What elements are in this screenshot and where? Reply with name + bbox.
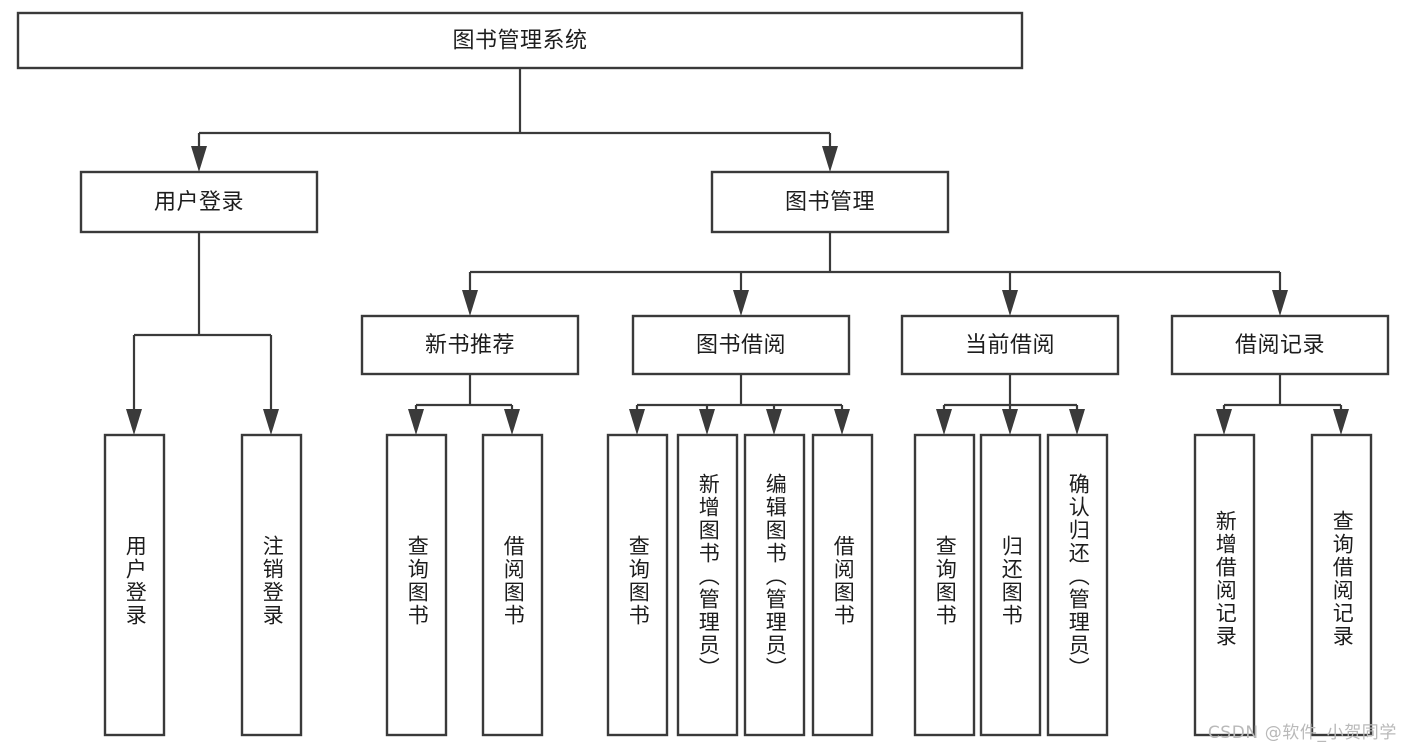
node-user-login-rect[interactable] bbox=[79, 170, 319, 234]
node-current-borrow[interactable] bbox=[900, 314, 1120, 376]
node-user-login-label: 用户登录 bbox=[154, 190, 244, 215]
leaf-leaf-user-logout[interactable] bbox=[240, 433, 303, 737]
connector-layer bbox=[126, 68, 1349, 435]
watermark-text: CSDN @软件_小贺同学 bbox=[1207, 723, 1397, 743]
leaf-leaf-borrow-book[interactable] bbox=[811, 433, 874, 737]
user-login-arrow-1-head bbox=[263, 409, 279, 435]
leaf-leaf-add-borrow-record[interactable] bbox=[1193, 433, 1256, 737]
leaf-leaf-confirm-return-rect[interactable] bbox=[1046, 433, 1109, 737]
user-login-arrow-0-head bbox=[126, 409, 142, 435]
node-book-manage-label: 图书管理 bbox=[785, 190, 875, 215]
leaf-leaf-query-book-recommend[interactable] bbox=[385, 433, 448, 737]
book-manage-arrow-2-head bbox=[1002, 290, 1018, 316]
node-root-rect[interactable] bbox=[16, 11, 1024, 70]
leaf-leaf-add-book[interactable] bbox=[676, 433, 739, 737]
root-arrow-0-head bbox=[191, 146, 207, 172]
book-manage-arrow-0-head bbox=[462, 290, 478, 316]
leaf-leaf-borrow-book-recommend-rect[interactable] bbox=[481, 433, 544, 737]
node-book-borrow[interactable] bbox=[631, 314, 851, 376]
node-current-borrow-label: 当前借阅 bbox=[965, 333, 1055, 358]
new-book-recommend-arrow-1-head bbox=[504, 409, 520, 435]
book-manage-arrow-1-head bbox=[733, 290, 749, 316]
leaf-leaf-user-login-rect[interactable] bbox=[103, 433, 166, 737]
leaf-leaf-borrow-book-rect[interactable] bbox=[811, 433, 874, 737]
node-book-manage-rect[interactable] bbox=[710, 170, 950, 234]
leaf-leaf-query-book-borrow[interactable] bbox=[606, 433, 669, 737]
node-book-borrow-label: 图书借阅 bbox=[696, 333, 786, 358]
leaf-leaf-query-book-current-rect[interactable] bbox=[913, 433, 976, 737]
root-arrow-1-head bbox=[822, 146, 838, 172]
leaf-leaf-return-book-rect[interactable] bbox=[979, 433, 1042, 737]
leaf-leaf-user-login[interactable] bbox=[103, 433, 166, 737]
node-root[interactable] bbox=[16, 11, 1024, 70]
node-new-book-recommend-rect[interactable] bbox=[360, 314, 580, 376]
node-current-borrow-rect[interactable] bbox=[900, 314, 1120, 376]
book-borrow-arrow-0-head bbox=[629, 409, 645, 435]
leaf-leaf-add-borrow-record-rect[interactable] bbox=[1193, 433, 1256, 737]
borrow-record-arrow-1-head bbox=[1333, 409, 1349, 435]
book-borrow-arrow-2-head bbox=[766, 409, 782, 435]
leaf-leaf-add-book-rect[interactable] bbox=[676, 433, 739, 737]
book-manage-arrow-3-head bbox=[1272, 290, 1288, 316]
node-borrow-record-label: 借阅记录 bbox=[1235, 333, 1325, 358]
node-borrow-record-rect[interactable] bbox=[1170, 314, 1390, 376]
leaf-leaf-query-book-borrow-rect[interactable] bbox=[606, 433, 669, 737]
book-borrow-arrow-1-head bbox=[699, 409, 715, 435]
node-new-book-recommend-label: 新书推荐 bbox=[425, 333, 515, 358]
leaf-leaf-confirm-return[interactable] bbox=[1046, 433, 1109, 737]
leaf-leaf-return-book[interactable] bbox=[979, 433, 1042, 737]
leaf-leaf-borrow-book-recommend[interactable] bbox=[481, 433, 544, 737]
leaf-leaf-query-borrow-record[interactable] bbox=[1310, 433, 1373, 737]
leaf-leaf-query-borrow-record-rect[interactable] bbox=[1310, 433, 1373, 737]
leaf-leaf-edit-book[interactable] bbox=[743, 433, 806, 737]
node-borrow-record[interactable] bbox=[1170, 314, 1390, 376]
book-borrow-arrow-3-head bbox=[834, 409, 850, 435]
current-borrow-arrow-2-head bbox=[1069, 409, 1085, 435]
borrow-record-arrow-0-head bbox=[1216, 409, 1232, 435]
current-borrow-arrow-0-head bbox=[936, 409, 952, 435]
node-book-borrow-rect[interactable] bbox=[631, 314, 851, 376]
node-root-label: 图书管理系统 bbox=[452, 29, 587, 54]
leaf-leaf-query-book-current[interactable] bbox=[913, 433, 976, 737]
node-book-manage[interactable] bbox=[710, 170, 950, 234]
new-book-recommend-arrow-0-head bbox=[408, 409, 424, 435]
node-user-login[interactable] bbox=[79, 170, 319, 234]
leaf-leaf-query-book-recommend-rect[interactable] bbox=[385, 433, 448, 737]
leaf-leaf-user-logout-rect[interactable] bbox=[240, 433, 303, 737]
current-borrow-arrow-1-head bbox=[1002, 409, 1018, 435]
node-new-book-recommend[interactable] bbox=[360, 314, 580, 376]
leaf-leaf-edit-book-rect[interactable] bbox=[743, 433, 806, 737]
